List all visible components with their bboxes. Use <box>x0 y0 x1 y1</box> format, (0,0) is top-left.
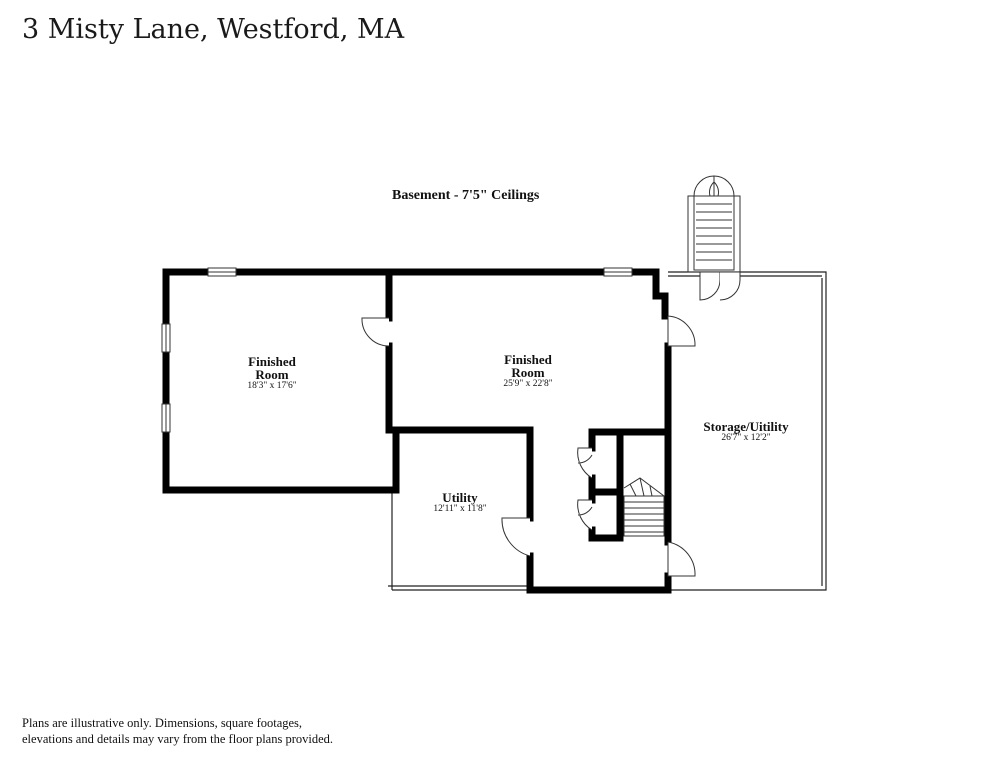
room-name: Room <box>511 365 545 380</box>
room-label-finished-room-1: Finished Room 18'3" x 17'6" <box>247 355 296 392</box>
thin-walls <box>388 271 827 591</box>
page-title: 3 Misty Lane, Westford, MA <box>22 14 405 45</box>
disclaimer: Plans are illustrative only. Dimensions,… <box>22 715 442 747</box>
room-dimensions: 18'3" x 17'6" <box>247 381 297 391</box>
room-label-utility: Utility 12'11" x 11'8" <box>433 491 486 515</box>
interior-stairs <box>623 477 665 537</box>
thick-walls <box>162 268 672 594</box>
bulkhead-stairs <box>687 175 741 273</box>
room-label-storage-utility: Storage/Uitility 26'7" x 12'2" <box>703 420 788 444</box>
door-swings <box>361 271 741 577</box>
room-name: Finished <box>248 354 296 369</box>
room-dimensions: 25'9" x 22'8" <box>503 379 553 389</box>
plan-heading: Basement - 7'5" Ceilings <box>392 188 540 203</box>
windows <box>161 267 633 433</box>
room-dimensions: 26'7" x 12'2" <box>721 433 771 443</box>
room-dimensions: 12'11" x 11'8" <box>433 504 487 514</box>
room-label-finished-room-2: Finished Room 25'9" x 22'8" <box>503 353 552 390</box>
disclaimer-line: Plans are illustrative only. Dimensions,… <box>22 716 303 730</box>
room-name: Utility <box>442 490 478 505</box>
room-name: Room <box>255 367 289 382</box>
room-name: Storage/Uitility <box>703 419 789 434</box>
disclaimer-line: elevations and details may vary from the… <box>22 732 334 746</box>
room-name: Finished <box>504 352 552 367</box>
